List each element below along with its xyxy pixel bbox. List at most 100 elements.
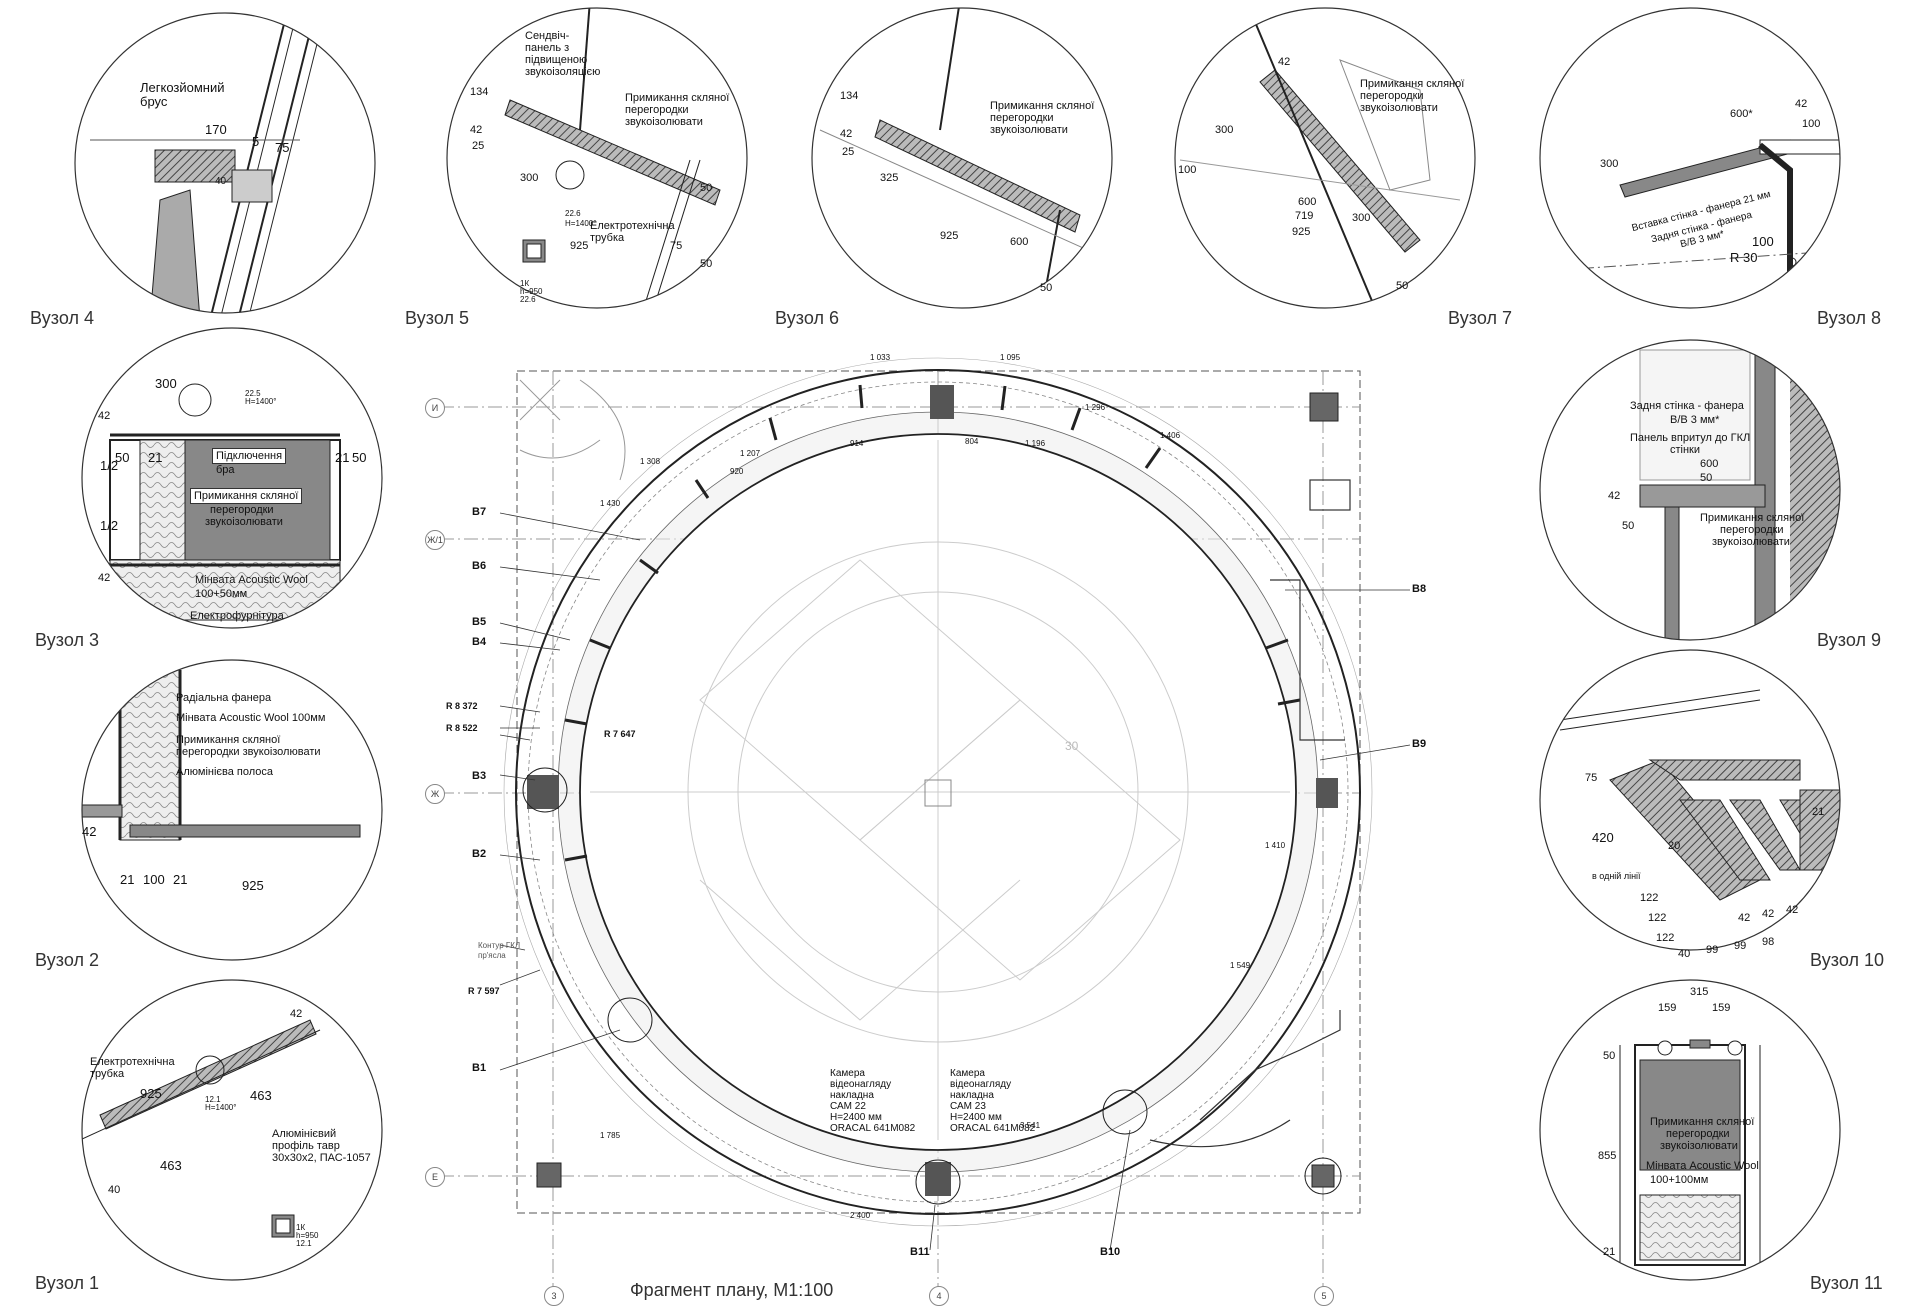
n11-dim-159a: 159 <box>1658 1002 1677 1014</box>
n3-wool-1: Мінвата Acoustic Wool <box>195 574 308 586</box>
n4-dim-40: 40 <box>215 176 227 187</box>
plan-dim-6: 920 <box>730 467 744 476</box>
node-5-detail <box>504 8 721 308</box>
n10-dim-99a: 99 <box>1706 944 1719 956</box>
n1-tag-1: 12.1 <box>205 1095 221 1104</box>
cam22-l6: ORACAL 641M082 <box>830 1123 916 1134</box>
n10-dim-40: 40 <box>1678 948 1691 960</box>
n5-glass-1: Примикання скляної <box>625 92 730 104</box>
section-B11: В11 <box>910 1246 930 1258</box>
n7-glass-2: перегородки <box>1360 90 1424 102</box>
node-7-detail <box>1179 9 1461 308</box>
n3-electro: Електрофурнітура <box>190 610 284 622</box>
n4-dim-170: 170 <box>205 122 227 137</box>
n11-glass-1: Примикання скляної <box>1650 1116 1755 1128</box>
n5-tag-5: 22.6 <box>520 295 536 304</box>
n3-glass-1: Примикання скляної <box>190 488 303 504</box>
plan-dim-7: 914 <box>850 439 864 448</box>
n11-glass-2: перегородки <box>1666 1128 1730 1140</box>
n2-glass-1: Примикання скляної <box>176 734 281 746</box>
n3-tag-1: 22.5 <box>245 389 261 398</box>
n9-panel-2: стінки <box>1670 444 1701 456</box>
n6-dim-600: 600 <box>1010 236 1029 248</box>
n1-tag-2: Н=1400° <box>205 1103 237 1112</box>
n4-dim-75: 75 <box>275 140 290 155</box>
n7-dim-925: 925 <box>1292 226 1311 238</box>
cam22-l4: САМ 22 <box>830 1101 866 1112</box>
axis-3-bubble: 3 <box>544 1286 564 1306</box>
n11-dim-21: 21 <box>1603 1246 1616 1258</box>
n1-alu-2: профіль тавр <box>272 1140 340 1152</box>
n9-panel-1: Панель впритул до ГКЛ <box>1630 432 1751 444</box>
n8-r30: R 30 <box>1730 250 1758 265</box>
n5-tag-1: 22.6 <box>565 209 581 218</box>
n2-plywood: Радіальна фанера <box>176 692 272 704</box>
n5-sandwich-2: панель з <box>525 42 570 54</box>
section-B7: В7 <box>472 506 487 518</box>
n9-glass-3: звукоізолювати <box>1712 536 1790 548</box>
section-B10: В10 <box>1100 1246 1121 1258</box>
n8-dim-600: 600* <box>1730 108 1753 120</box>
n1-dim-463b: 463 <box>160 1158 182 1173</box>
camera-23-note: Камера відеонагляду накладна САМ 23 Н=24… <box>950 1068 1035 1134</box>
radius-7647: R 7 647 <box>604 729 636 739</box>
n5-tag-2: Н=1400° <box>565 219 597 228</box>
n7-glass-3: звукоізолювати <box>1360 102 1438 114</box>
n3-dim-50a: 50 <box>115 450 130 465</box>
n10-dim-98: 98 <box>1762 936 1775 948</box>
node-1-label: Вузол 1 <box>35 1273 99 1293</box>
n4-dim-5: 5 <box>252 134 260 149</box>
axis-5-bubble: 5 <box>1314 1286 1334 1306</box>
n3-dim-half-b: 1/2 <box>100 518 119 533</box>
plan-dim-16: 3 541 <box>1020 1121 1041 1130</box>
n6-dim-325: 325 <box>880 172 899 184</box>
node-4-detail <box>90 13 329 313</box>
n5-sandwich-3: підвищеною <box>525 54 588 66</box>
n5-tag-4: h=950 <box>520 287 543 296</box>
n3-tag-2: Н=1400° <box>245 397 277 406</box>
n5-tag-3: 1К <box>520 279 530 288</box>
node-10-label: Вузол 10 <box>1810 950 1884 970</box>
plan-dim-12: 1 410 <box>1265 841 1286 850</box>
section-B5: В5 <box>472 616 487 628</box>
n6-dim-925: 925 <box>940 230 959 242</box>
n3-glass-2: перегородки <box>210 504 274 516</box>
node-11-detail <box>1619 1039 1761 1266</box>
n5-glass-2: перегородки <box>625 104 689 116</box>
n1-tube-2: трубка <box>90 1068 125 1080</box>
n6-dim-42: 42 <box>840 128 853 140</box>
n3-dim-half-a: 1/2 <box>100 458 119 473</box>
plan-dim-11: 1 406 <box>1160 431 1181 440</box>
n5-glass-3: звукоізолювати <box>625 116 703 128</box>
n7-dim-300a: 300 <box>1215 124 1234 136</box>
cam23-l2: відеонагляду <box>950 1079 1012 1090</box>
section-B2: В2 <box>472 848 487 860</box>
radius-8372: R 8 372 <box>446 701 478 711</box>
n5-sandwich-1: Сендвіч- <box>525 30 570 42</box>
n2-wool: Мінвата Acoustic Wool 100мм <box>176 712 326 724</box>
n1-dim-925: 925 <box>140 1086 162 1101</box>
n2-dim-100: 100 <box>143 872 165 887</box>
n10-inline: в одній лінії <box>1592 871 1641 881</box>
radius-8522: R 8 522 <box>446 723 478 733</box>
n7-dim-42: 42 <box>1278 56 1291 68</box>
n9-dim-600: 600 <box>1700 458 1719 470</box>
n9-dim-42: 42 <box>1608 490 1621 502</box>
plan-dim-10: 1 296 <box>1085 403 1106 412</box>
n1-dim-463a: 463 <box>250 1088 272 1103</box>
plan-dim-15: 2 400 <box>850 1211 871 1220</box>
n11-glass-3: звукоізолювати <box>1660 1140 1738 1152</box>
n11-dim-50: 50 <box>1603 1050 1616 1062</box>
n1-tube-1: Електротехнічна <box>90 1056 175 1068</box>
cam23-l4: САМ 23 <box>950 1101 986 1112</box>
n5-dim-50b: 50 <box>700 258 713 270</box>
n9-back-1: Задня стінка - фанера <box>1630 400 1744 412</box>
n9-dim-50a: 50 <box>1700 472 1713 484</box>
n2-dim-42: 42 <box>82 824 97 839</box>
plan-dim-4: 1 430 <box>600 499 621 508</box>
section-B9: В9 <box>1412 738 1427 750</box>
n10-dim-42b: 42 <box>1762 908 1775 920</box>
cam22-l2: відеонагляду <box>830 1079 892 1090</box>
cam23-l5: Н=2400 мм <box>950 1112 1002 1123</box>
